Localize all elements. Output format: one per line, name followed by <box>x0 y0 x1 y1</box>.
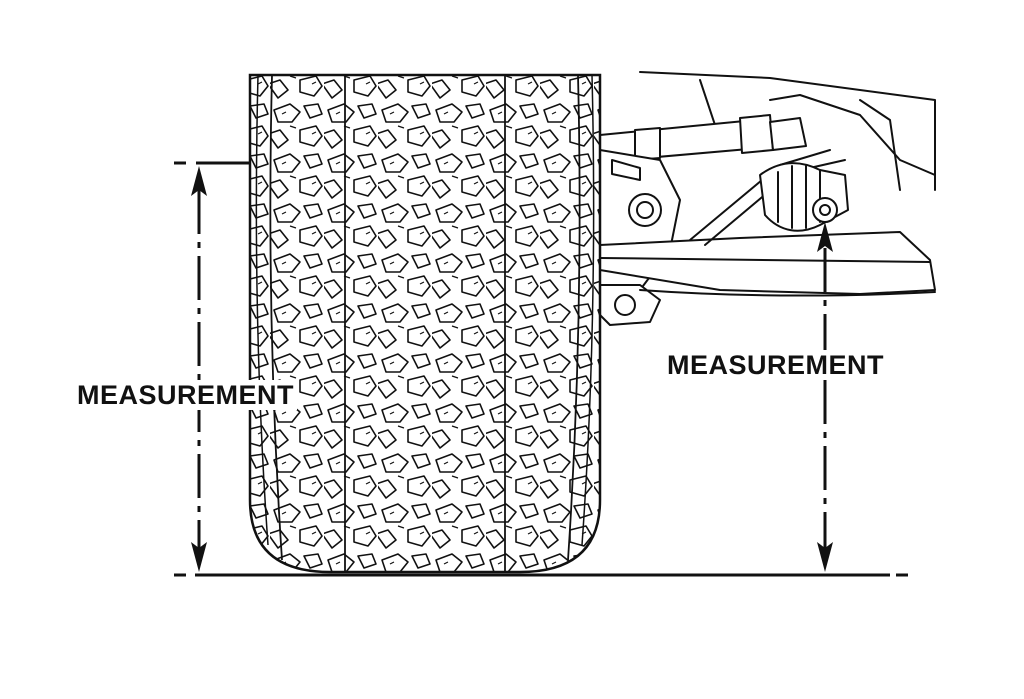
tire <box>248 73 602 574</box>
left-measurement-indicator <box>174 161 250 572</box>
arrow-up-icon <box>191 166 207 196</box>
left-measurement-label: MEASUREMENT <box>74 380 298 410</box>
right-measurement-label: MEASUREMENT <box>664 350 888 380</box>
suspension-assembly <box>599 71 936 326</box>
arrow-down-icon <box>191 542 207 572</box>
right-measurement-indicator <box>817 222 833 572</box>
arrow-down-icon <box>817 542 833 572</box>
arrow-up-icon <box>817 222 833 252</box>
tire-body <box>248 73 602 574</box>
